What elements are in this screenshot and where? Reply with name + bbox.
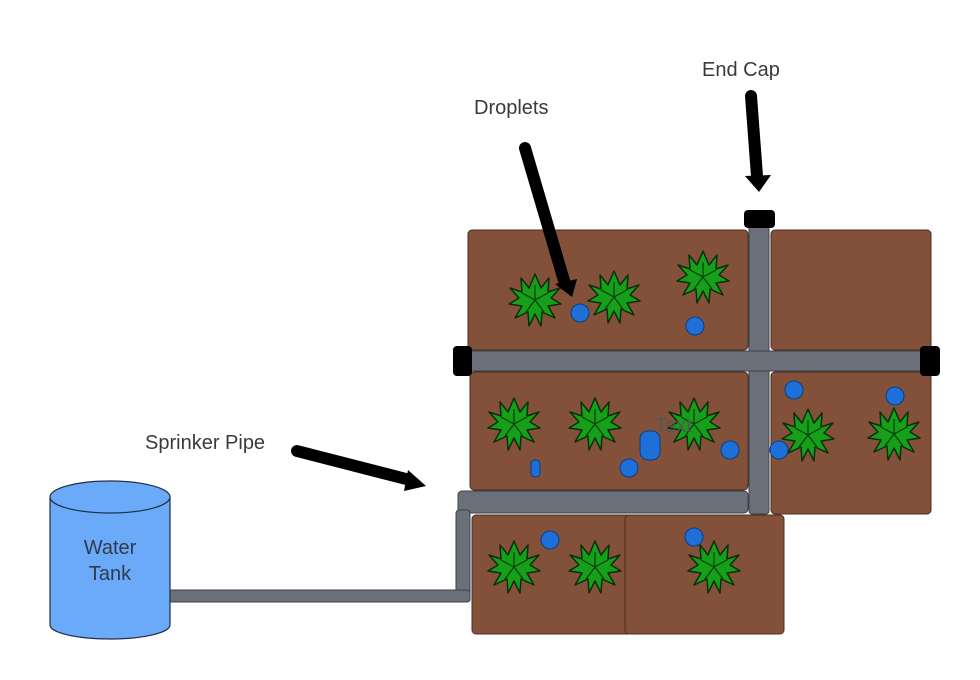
end-cap-arrow-head — [745, 175, 771, 192]
droplet — [570, 303, 590, 323]
droplet — [784, 380, 804, 400]
callout-arrows — [291, 90, 771, 491]
droplets — [530, 303, 905, 550]
droplet — [720, 440, 740, 460]
pipe-horizontal-top — [461, 350, 933, 372]
pipe-horizontal-lower — [457, 490, 749, 514]
sprinkler-pipe-arrow — [291, 445, 416, 486]
droplet — [885, 386, 905, 406]
sprinkler-pipe-arrow-head — [404, 470, 426, 491]
droplet — [619, 458, 639, 478]
sprinkler-pipe-label: Sprinker Pipe — [145, 432, 265, 454]
droplet — [540, 530, 560, 550]
end-caps — [453, 210, 940, 376]
end-cap-right — [920, 346, 940, 376]
water-tank-label-line2: Tank — [89, 563, 132, 585]
pipe-supply-line — [167, 589, 471, 603]
droplet — [639, 430, 661, 461]
end-cap-label: End Cap — [702, 59, 780, 81]
droplets-arrow — [519, 142, 571, 290]
water-tank-label-line1: Water — [84, 537, 137, 559]
soil-bed-top-right — [770, 229, 932, 351]
droplet — [685, 316, 705, 336]
droplets-arrow-head — [555, 279, 577, 297]
pipe-vertical-left — [455, 509, 471, 603]
water-tank: Water Tank — [49, 480, 171, 640]
end-cap-left — [453, 346, 472, 376]
droplet — [769, 440, 789, 460]
soil-bed-middle-right — [770, 371, 932, 515]
droplets-label: Droplets — [474, 97, 548, 119]
end-cap-top — [744, 210, 775, 228]
overlap-text: Text — [655, 415, 692, 437]
droplet — [530, 459, 541, 478]
end-cap-arrow — [745, 90, 763, 182]
droplet — [684, 527, 704, 547]
